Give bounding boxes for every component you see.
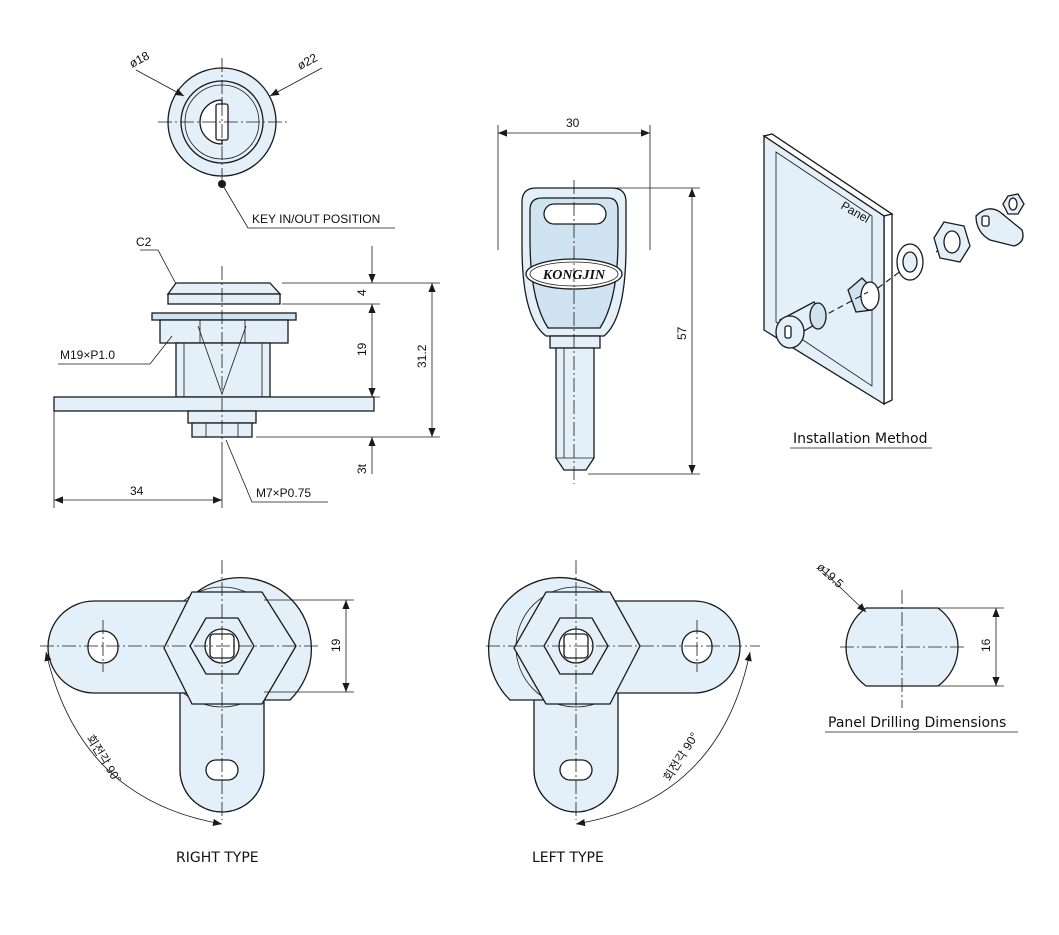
key-in-out-label: KEY IN/OUT POSITION — [252, 212, 380, 226]
right-type-caption: RIGHT TYPE — [176, 850, 259, 866]
chamfer-label: C2 — [136, 235, 152, 249]
dim-body-height: 19 — [355, 342, 369, 356]
dim-key-width: 30 — [566, 116, 580, 130]
top-view: ø18 ø22 KEY IN/OUT POSITION — [127, 48, 395, 229]
drilling-view: 16 ø19.5 Panel Drilling Dimensions — [814, 560, 1018, 733]
dim-width: 34 — [130, 484, 144, 498]
right-rotation-label: 회전각 90° — [83, 732, 124, 786]
key-view: KONGJIN 30 57 — [497, 116, 700, 484]
thread-big-label: M19×P1.0 — [60, 348, 115, 362]
dim-d18: ø18 — [127, 48, 152, 70]
dim-key-height: 57 — [675, 326, 689, 340]
dim-right-19: 19 — [329, 638, 343, 652]
dim-top-height: 4 — [355, 289, 369, 296]
left-type-caption: LEFT TYPE — [532, 850, 604, 866]
left-rotation-label: 회전각 90° — [661, 730, 702, 784]
dim-d22: ø22 — [295, 50, 320, 72]
thread-small-label: M7×P0.75 — [256, 486, 311, 500]
dim-shaft-height: 3t — [355, 463, 369, 474]
side-view: C2 4 19 31.2 3t 34 M19×P1.0 M7×P0.75 — [53, 235, 440, 508]
right-type-view: 19 회전각 90° RIGHT TYPE — [40, 560, 354, 866]
drilling-caption: Panel Drilling Dimensions — [828, 715, 1006, 731]
dim-flat-16: 16 — [979, 638, 993, 652]
dim-total-height: 31.2 — [415, 344, 429, 368]
installation-caption: Installation Method — [793, 431, 928, 447]
installation-view: Panel Installation Method — [762, 133, 1025, 449]
dim-d19-5: ø19.5 — [814, 560, 846, 591]
left-type-view: 회전각 90° LEFT TYPE — [486, 560, 760, 866]
